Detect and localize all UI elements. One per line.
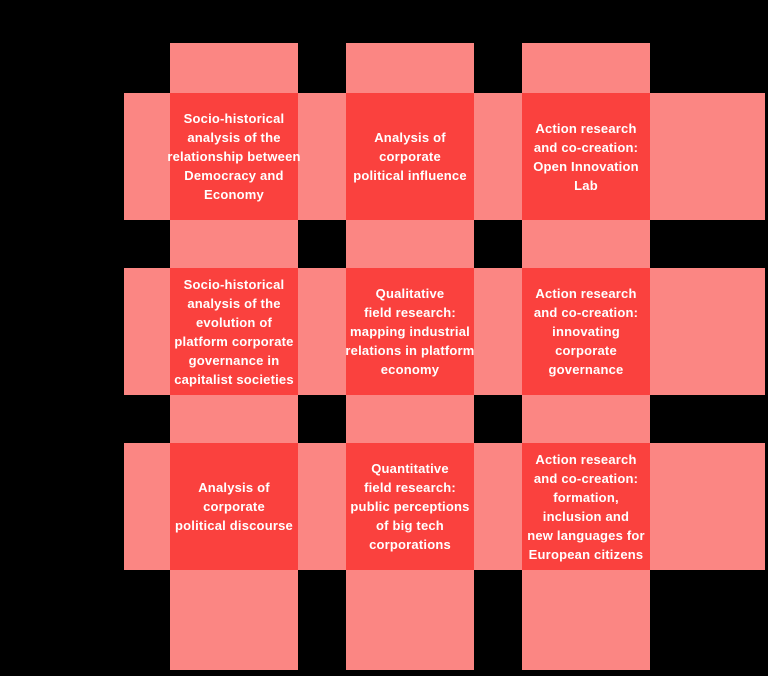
cell-r1-c3-text: Action research and co-creation: Open In…	[533, 120, 639, 193]
cell-r3-c1-text: Analysis of corporate political discours…	[175, 480, 293, 533]
cell-r3-c2: Quantitative field research: public perc…	[346, 443, 474, 570]
cell-r2-c1-text: Socio-historical analysis of the evoluti…	[174, 276, 294, 387]
cell-r2-c2-text: Qualitative field research: mapping indu…	[345, 286, 475, 377]
cell-r1-c1: Socio-historical analysis of the relatio…	[167, 93, 300, 220]
cell-r3-c3-text: Action research and co-creation: formati…	[527, 451, 645, 562]
cell-r1-c1-text: Socio-historical analysis of the relatio…	[167, 111, 301, 202]
cell-r1-c2: Analysis of corporate political influenc…	[346, 93, 474, 220]
cell-r2-c1: Socio-historical analysis of the evoluti…	[170, 268, 298, 395]
cell-r3-c2-text: Quantitative field research: public perc…	[350, 461, 470, 552]
cell-r1-c3: Action research and co-creation: Open In…	[522, 93, 650, 220]
cell-r2-c2: Qualitative field research: mapping indu…	[345, 268, 474, 395]
cell-r1-c2-text: Analysis of corporate political influenc…	[353, 130, 467, 183]
cell-r3-c3: Action research and co-creation: formati…	[522, 443, 650, 570]
cell-r2-c3: Action research and co-creation: innovat…	[522, 268, 650, 395]
cell-r2-c3-text: Action research and co-creation: innovat…	[533, 286, 639, 377]
cell-r3-c1: Analysis of corporate political discours…	[170, 443, 298, 570]
